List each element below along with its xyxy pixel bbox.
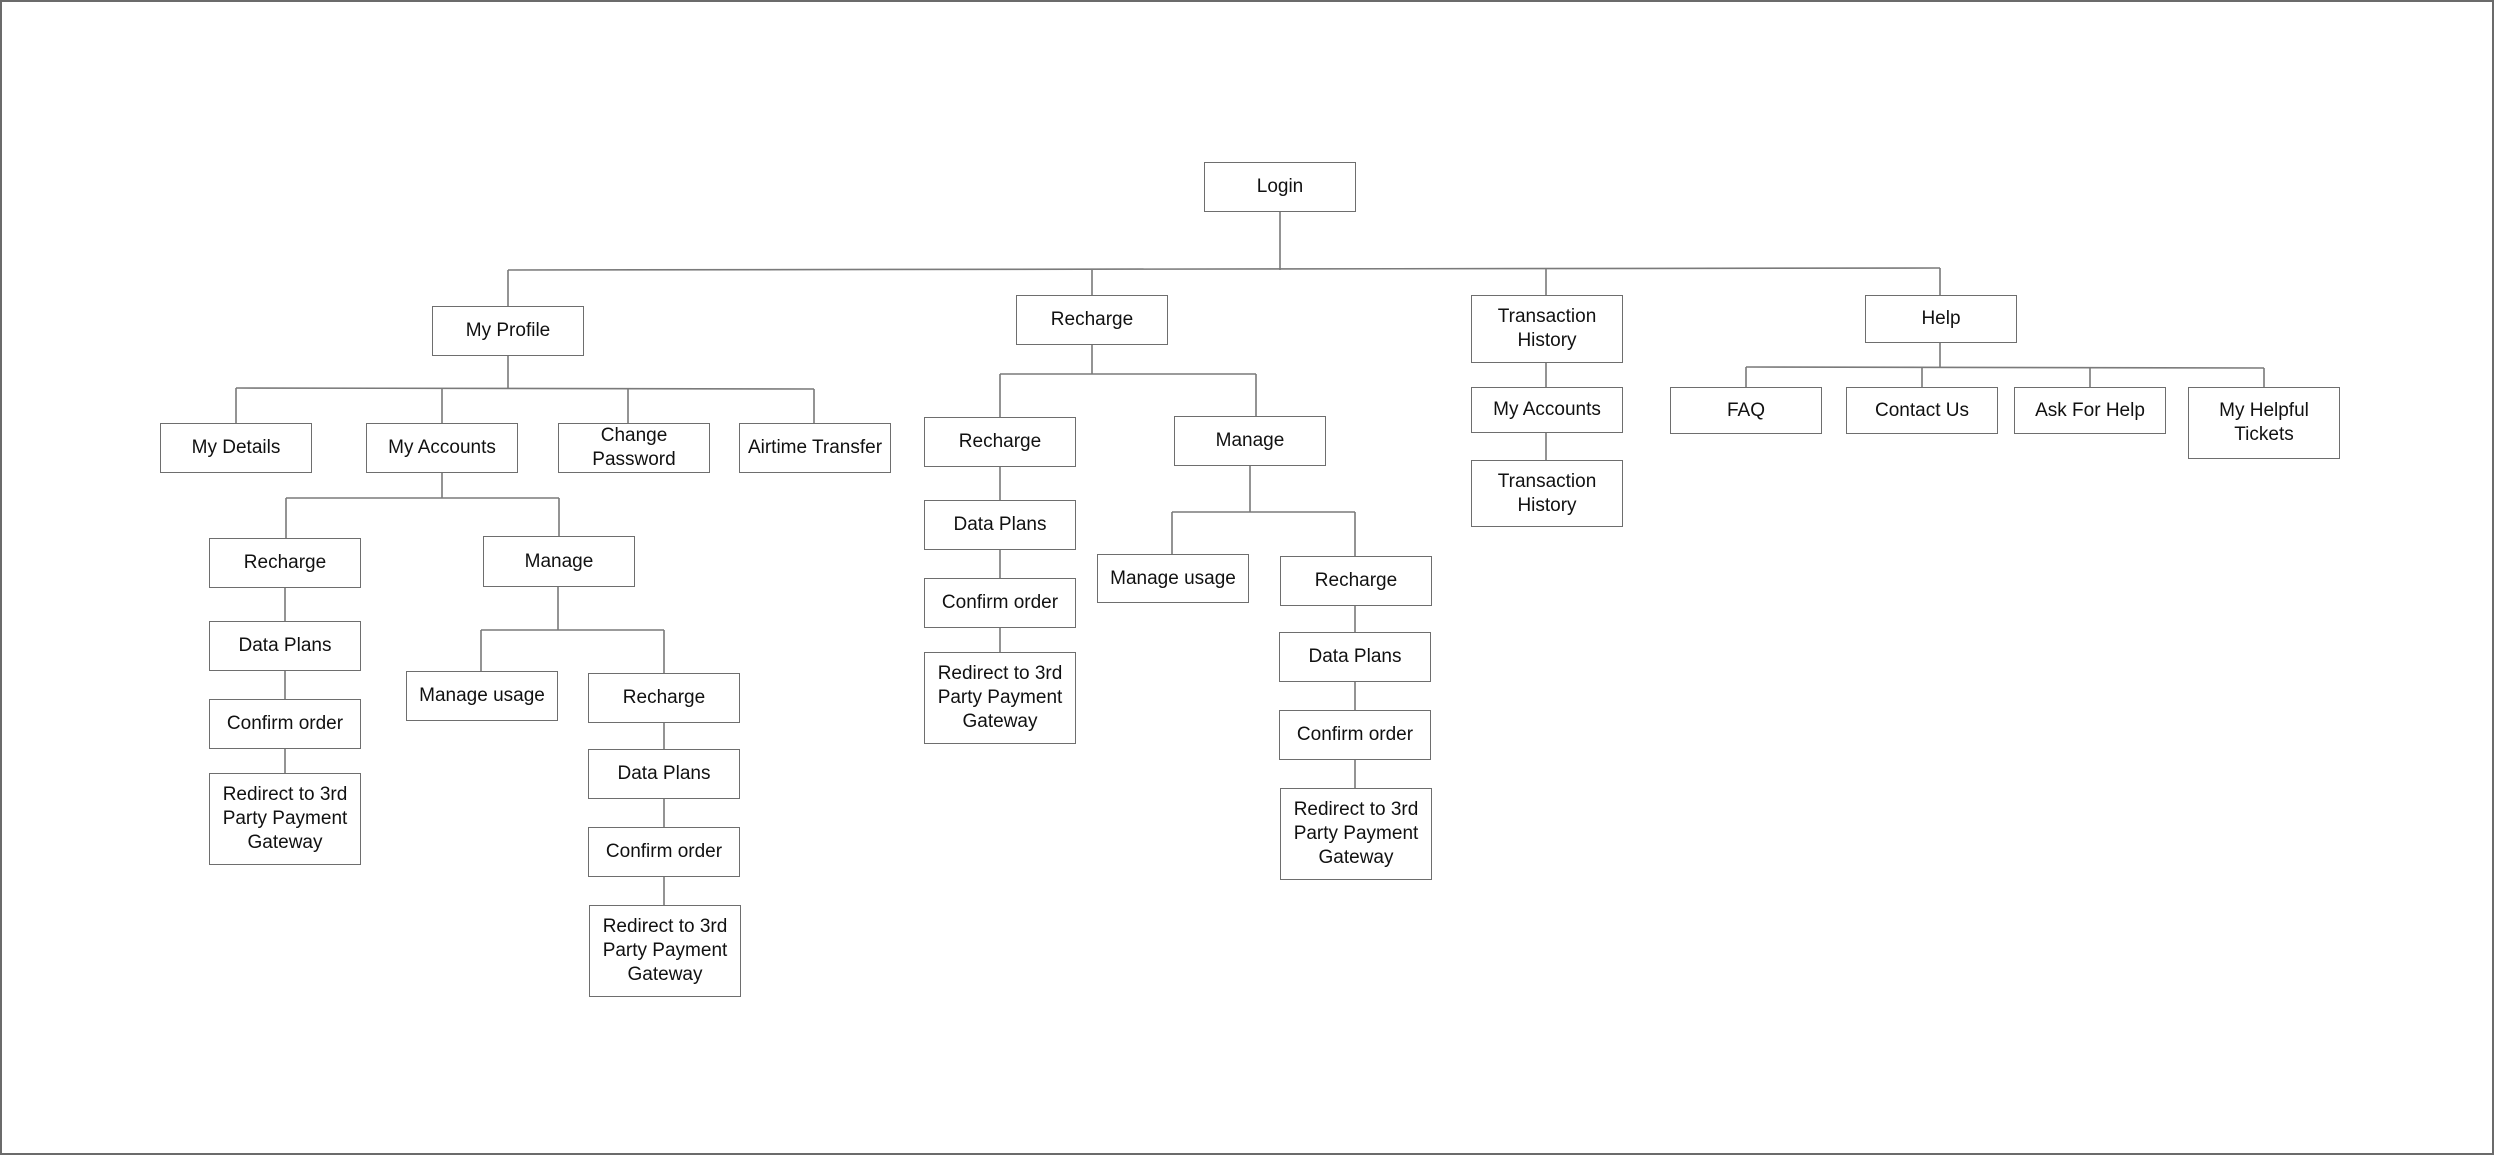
my-accounts-data-plans-node[interactable]: Data Plans: [209, 621, 361, 671]
my-details-node[interactable]: My Details: [160, 423, 312, 473]
my-accounts-manage-payment-redirect-node[interactable]: Redirect to 3rd Party Payment Gateway: [589, 905, 741, 997]
my-accounts-confirm-order-node[interactable]: Confirm order: [209, 699, 361, 749]
my-accounts-payment-redirect-node[interactable]: Redirect to 3rd Party Payment Gateway: [209, 773, 361, 865]
airtime-transfer-node[interactable]: Airtime Transfer: [739, 423, 891, 473]
my-helpful-tickets-node[interactable]: My Helpful Tickets: [2188, 387, 2340, 459]
recharge-manage-usage-node[interactable]: Manage usage: [1097, 554, 1249, 603]
transaction-my-accounts-node[interactable]: My Accounts: [1471, 387, 1623, 433]
contact-us-node[interactable]: Contact Us: [1846, 387, 1998, 434]
my-accounts-node[interactable]: My Accounts: [366, 423, 518, 473]
recharge-manage-data-plans-node[interactable]: Data Plans: [1279, 632, 1431, 682]
my-accounts-manage-confirm-order-node[interactable]: Confirm order: [588, 827, 740, 877]
recharge-data-plans-node[interactable]: Data Plans: [924, 500, 1076, 550]
transaction-history-node[interactable]: Transaction History: [1471, 295, 1623, 363]
my-accounts-manage-data-plans-node[interactable]: Data Plans: [588, 749, 740, 799]
faq-node[interactable]: FAQ: [1670, 387, 1822, 434]
ask-for-help-node[interactable]: Ask For Help: [2014, 387, 2166, 434]
recharge-node[interactable]: Recharge: [1016, 295, 1168, 345]
recharge-recharge-node[interactable]: Recharge: [924, 417, 1076, 467]
recharge-confirm-order-node[interactable]: Confirm order: [924, 578, 1076, 628]
transaction-history-detail-node[interactable]: Transaction History: [1471, 460, 1623, 527]
recharge-payment-redirect-node[interactable]: Redirect to 3rd Party Payment Gateway: [924, 652, 1076, 744]
my-accounts-manage-recharge-node[interactable]: Recharge: [588, 673, 740, 723]
recharge-manage-recharge-node[interactable]: Recharge: [1280, 556, 1432, 606]
change-password-node[interactable]: Change Password: [558, 423, 710, 473]
my-accounts-manage-usage-node[interactable]: Manage usage: [406, 671, 558, 721]
recharge-manage-node[interactable]: Manage: [1174, 416, 1326, 466]
help-node[interactable]: Help: [1865, 295, 2017, 343]
my-profile-node[interactable]: My Profile: [432, 306, 584, 356]
recharge-manage-confirm-order-node[interactable]: Confirm order: [1279, 710, 1431, 760]
recharge-manage-payment-redirect-node[interactable]: Redirect to 3rd Party Payment Gateway: [1280, 788, 1432, 880]
login-node[interactable]: Login: [1204, 162, 1356, 212]
my-accounts-recharge-node[interactable]: Recharge: [209, 538, 361, 588]
my-accounts-manage-node[interactable]: Manage: [483, 536, 635, 587]
